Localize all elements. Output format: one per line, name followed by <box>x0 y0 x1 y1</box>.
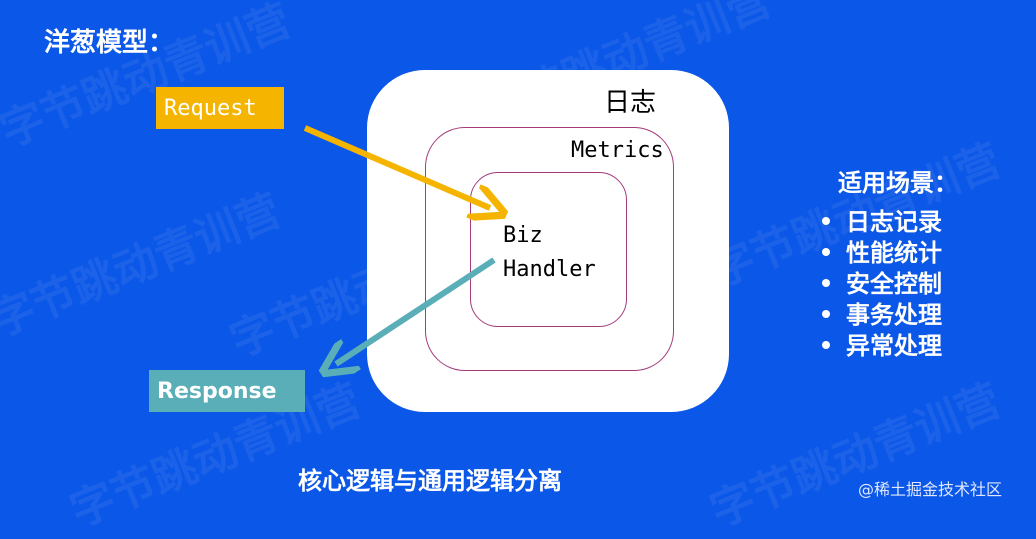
bullet-icon <box>822 341 830 349</box>
list-item: 性能统计 <box>822 238 942 269</box>
scenario-label: 日志记录 <box>846 208 942 236</box>
bullet-icon <box>822 310 830 318</box>
scenarios-title: 适用场景： <box>838 169 958 197</box>
layer-metrics <box>425 127 674 371</box>
layer-biz-line1: Biz <box>503 223 543 248</box>
request-label: Request <box>164 95 257 121</box>
scenario-label: 异常处理 <box>846 332 942 360</box>
request-box: Request <box>156 87 284 129</box>
scenarios-list: 日志记录 性能统计 安全控制 事务处理 异常处理 <box>822 207 942 362</box>
bullet-icon <box>822 217 830 225</box>
response-arrow <box>336 257 496 364</box>
response-label: Response <box>157 378 277 404</box>
bullet-icon <box>822 248 830 256</box>
list-item: 异常处理 <box>822 331 942 362</box>
layer-biz-handler <box>470 172 627 327</box>
diagram-caption: 核心逻辑与通用逻辑分离 <box>298 467 562 495</box>
list-item: 安全控制 <box>822 269 942 300</box>
diagram-title: 洋葱模型： <box>44 28 175 58</box>
list-item: 日志记录 <box>822 207 942 238</box>
source-credit: @稀土掘金技术社区 <box>858 480 1003 499</box>
layer-biz-line2: Handler <box>503 257 596 282</box>
list-item: 事务处理 <box>822 300 942 331</box>
scenario-label: 事务处理 <box>846 301 942 329</box>
layer-log-label: 日志 <box>604 88 657 118</box>
scenario-label: 安全控制 <box>846 270 942 298</box>
flow-arrows <box>303 125 1036 511</box>
scenario-label: 性能统计 <box>846 239 942 267</box>
layer-biz-handler-label: Biz Handler <box>503 219 596 287</box>
request-arrow <box>303 125 490 208</box>
bullet-icon <box>822 279 830 287</box>
response-box: Response <box>149 370 305 412</box>
layer-metrics-label: Metrics <box>571 138 664 163</box>
